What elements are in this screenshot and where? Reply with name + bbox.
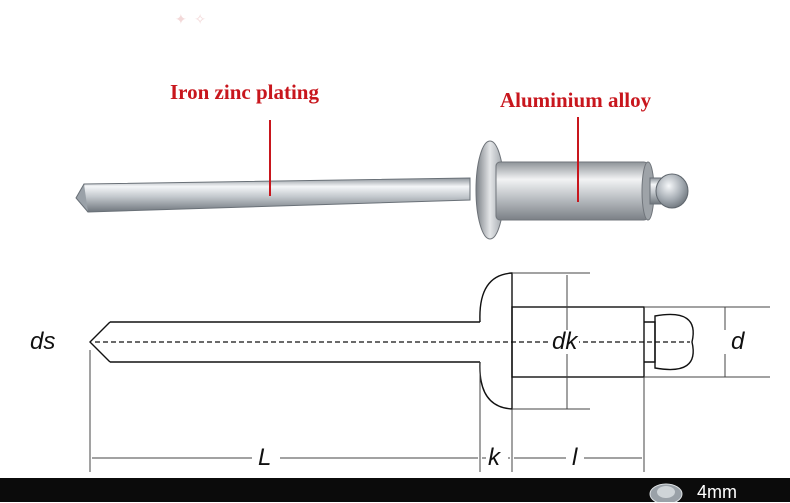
label-d: d bbox=[731, 328, 745, 355]
label-L: L bbox=[258, 444, 272, 471]
rivet-thumbnail-icon bbox=[649, 483, 683, 502]
size-label: 4mm bbox=[697, 482, 737, 502]
mandrel-tip bbox=[75, 183, 89, 213]
callout-mandrel-material: Iron zinc plating bbox=[170, 80, 319, 104]
drawing-mandrel-ball bbox=[654, 313, 694, 371]
rivet-photo bbox=[75, 117, 689, 240]
label-k: k bbox=[488, 444, 500, 471]
drawing-mandrel-tip bbox=[89, 321, 111, 363]
label-l: l bbox=[572, 444, 578, 471]
watermark-logo: ✦ ✧ bbox=[175, 13, 208, 28]
label-dk: dk bbox=[550, 328, 580, 355]
drawing-head bbox=[479, 272, 513, 410]
label-ds: ds bbox=[30, 328, 56, 355]
rivet-dimension-drawing bbox=[89, 272, 770, 472]
mandrel-head bbox=[655, 173, 689, 209]
callout-body-material: Aluminium alloy bbox=[500, 88, 652, 112]
